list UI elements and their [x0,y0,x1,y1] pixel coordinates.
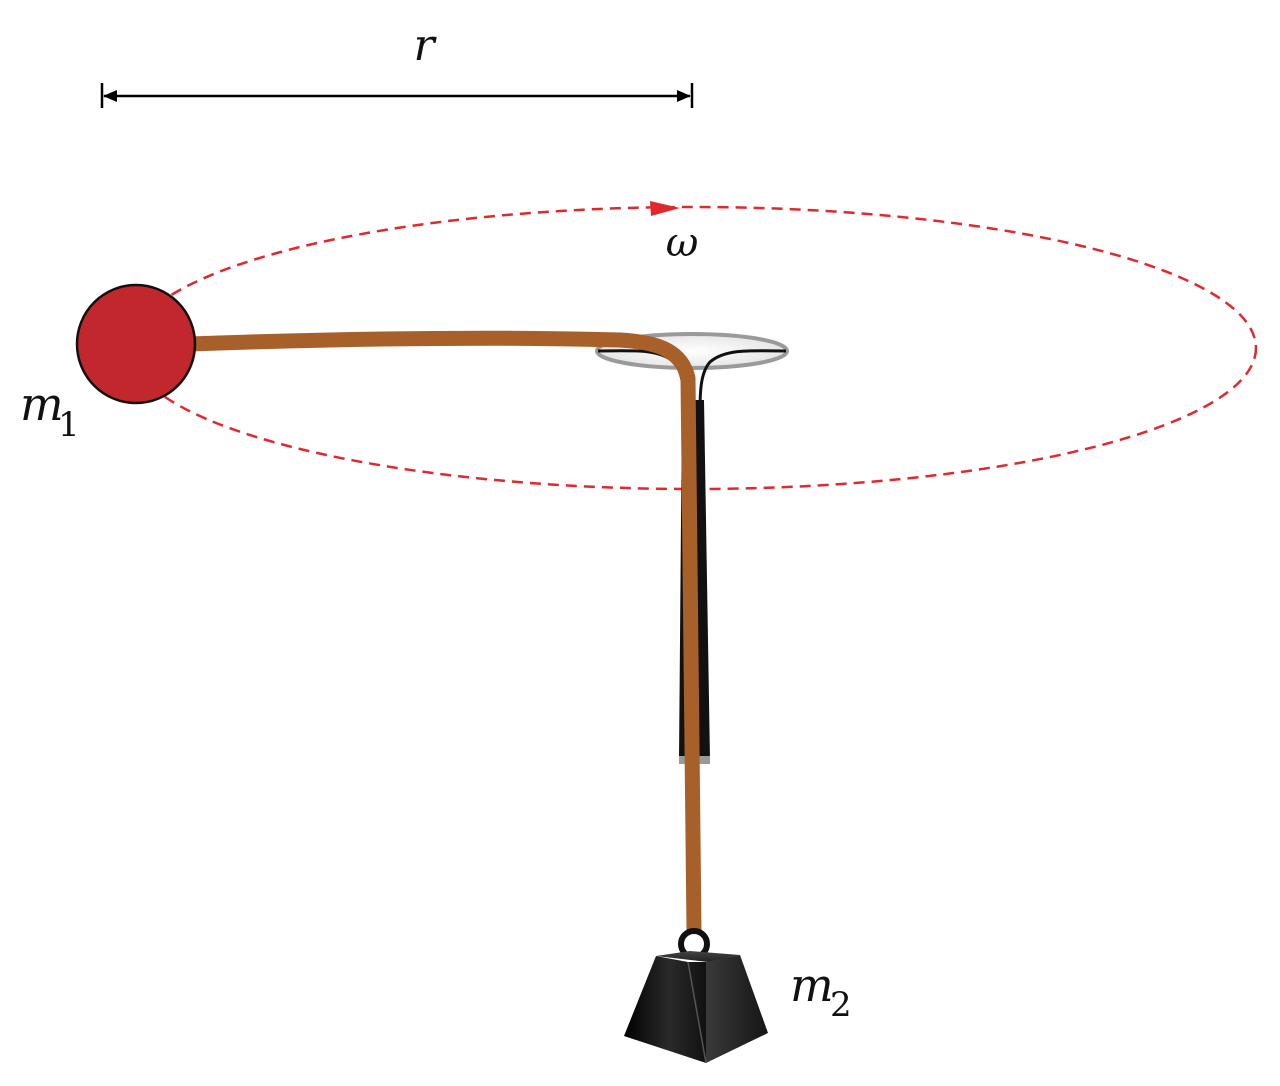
mass2: m 2 [624,928,852,1064]
mass2-edge [687,961,707,1064]
omega-label: ω [666,220,699,266]
string [189,330,702,931]
mass2-right-face [706,955,768,1063]
mass1-subscript: 1 [58,405,80,445]
mass2-front-face [624,956,706,1063]
mass2-label: m [790,958,834,1012]
mass1: m 1 [20,283,197,445]
mass2-top [656,951,740,962]
mass2-subscript: 2 [830,985,852,1025]
radius-dimension: r [100,20,694,108]
radius-label: r [413,20,437,71]
mass1-label: m [20,377,64,431]
tube-lip-right [698,349,787,411]
orbit-direction-arrow [650,201,680,216]
mass1-ball [75,283,197,405]
